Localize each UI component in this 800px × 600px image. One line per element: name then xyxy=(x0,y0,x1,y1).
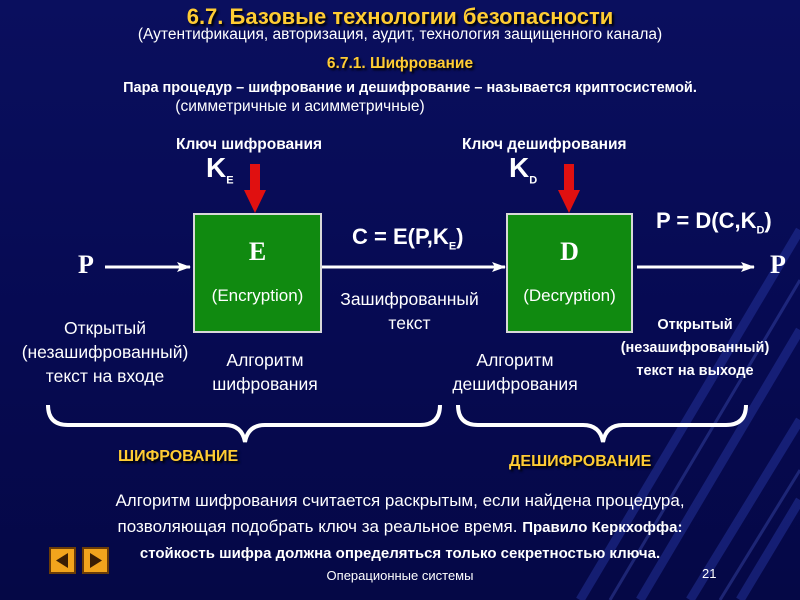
decryption-group-label: ДЕШИФРОВАНИЕ xyxy=(509,453,652,470)
key-e-symbol: KE xyxy=(206,152,234,187)
arrow-left-icon xyxy=(56,553,68,568)
decryption-box: D (Decryption) xyxy=(506,213,633,333)
encryption-brace xyxy=(46,404,442,443)
key-arrow-d xyxy=(558,164,580,213)
encryption-group-label: ШИФРОВАНИЕ xyxy=(118,448,239,465)
plaintext-out-symbol: P xyxy=(770,250,786,279)
footer-course: Операционные системы xyxy=(326,568,474,583)
plaintext-out-label: Открытый(незашифрованный)текст на выходе xyxy=(620,317,770,379)
encryption-box: E (Encryption) xyxy=(193,213,322,333)
key-arrow-e xyxy=(244,164,266,213)
plaintext-in-symbol: P xyxy=(78,250,94,279)
plaintext-in-label: Открытый(незашифрованный)текст на входе xyxy=(21,318,189,386)
encryption-name: (Encryption) xyxy=(211,286,304,305)
next-slide-button[interactable] xyxy=(82,547,109,574)
page-number: 21 xyxy=(702,566,717,581)
definition-note: (симметричные и асимметричные) xyxy=(175,98,425,115)
decryption-letter: D xyxy=(560,237,579,266)
page-subtitle: (Аутентификация, авторизация, аудит, тех… xyxy=(137,26,663,43)
arrow-right-icon xyxy=(90,553,102,568)
decryption-key-label: Ключ дешифрования xyxy=(462,136,627,153)
definition-text: Пара процедур – шифрование и дешифровани… xyxy=(123,80,697,96)
kerckhoffs-text: Алгоритм шифрования считается раскрытым,… xyxy=(115,491,685,562)
cipher-formula: C = E(P,KE) xyxy=(352,224,464,253)
encryption-letter: E xyxy=(248,237,267,266)
decryption-name: (Decryption) xyxy=(523,286,616,305)
encryption-key-label: Ключ шифрования xyxy=(176,136,323,153)
section-heading: 6.7.1. Шифрование xyxy=(326,55,474,72)
prev-slide-button[interactable] xyxy=(49,547,76,574)
page-title: 6.7. Базовые технологии безопасности xyxy=(186,4,614,29)
key-d-symbol: KD xyxy=(509,152,538,187)
decryption-brace xyxy=(456,404,748,443)
decrypt-formula: P = D(C,KD) xyxy=(656,208,772,237)
